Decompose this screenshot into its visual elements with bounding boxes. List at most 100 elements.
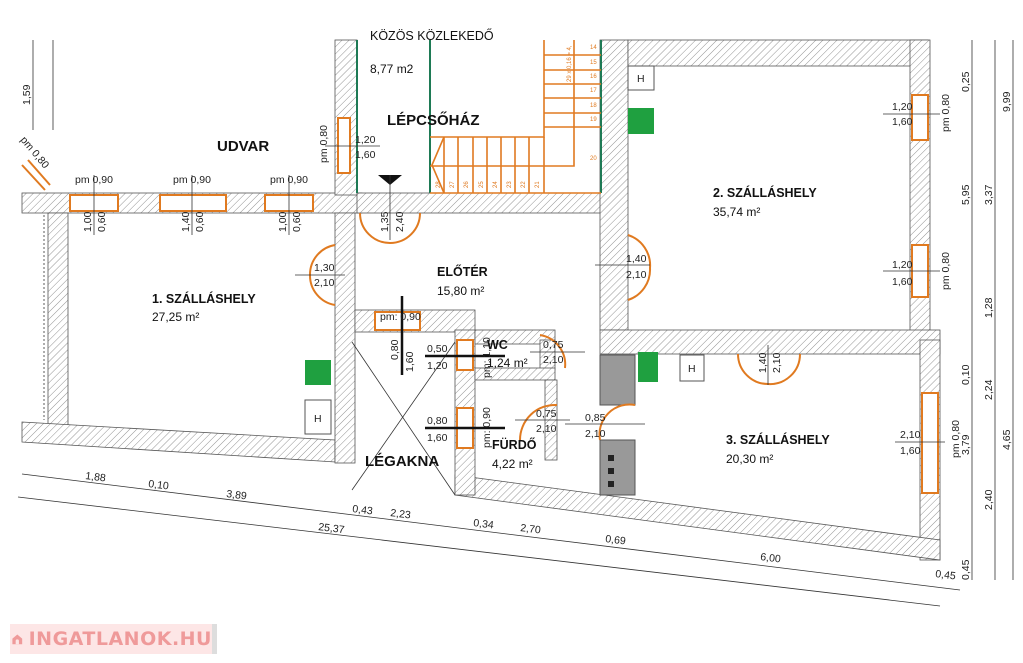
fixtures-h-label: H — [637, 73, 645, 85]
openings-weloter-pm-label: pm: 0,90 — [380, 311, 421, 323]
openings-droom2-a-label: 1,40 — [626, 253, 647, 265]
dims-right_3-0-label: 9,99 — [1001, 91, 1013, 112]
openings-wwc-pm-label: pm: 1,10 — [481, 337, 493, 378]
dimension-lines: 1,59 1,88 0,10 3,89 0,43 2,23 0,34 2,70 … — [17, 40, 1014, 607]
dims-bottom_inner-0-label: 1,88 — [85, 470, 107, 484]
dims-bottom_inner-5-label: 0,34 — [473, 517, 495, 531]
openings-droom1-a-label: 1,30 — [314, 262, 335, 274]
openings-wfurdo-a-label: 0,80 — [427, 415, 448, 427]
stairs-5-label: 19 — [590, 117, 597, 123]
dims-bottom_inner-3-label: 0,43 — [352, 503, 374, 517]
dims-right_1-1-label: 5,95 — [960, 184, 972, 205]
openings-wroom3-b-label: 1,60 — [900, 445, 921, 457]
openings-wroom2b-b-label: 1,60 — [892, 276, 913, 288]
stairs-13-label: 27 — [450, 181, 456, 188]
openings-w1-pm-label: pm 0,90 — [75, 174, 113, 186]
openings-w3-a-label: 1,00 — [277, 211, 289, 232]
openings-dentry-b-label: 2,40 — [394, 211, 406, 232]
dims-right_1-3-label: 3,79 — [960, 434, 972, 455]
room-lepcsohaz: LÉPCSŐHÁZ — [387, 111, 480, 129]
room-wc-name: WC — [487, 338, 508, 352]
dims-right_3-1-label: 4,65 — [1001, 429, 1013, 450]
openings-dwc-b-label: 2,10 — [543, 354, 564, 366]
radiator-icon — [628, 108, 654, 134]
dims-right_1-0-label: 0,25 — [960, 71, 972, 92]
room-eloter-area: 15,80 m² — [437, 284, 484, 298]
room-legakna: LÉGAKNA — [365, 453, 439, 470]
doors — [308, 175, 802, 441]
openings-wstair-b-label: 1,60 — [355, 149, 376, 161]
stairs-3-label: 17 — [590, 88, 597, 94]
dims-right_2-2-label: 2,24 — [983, 379, 995, 400]
openings-droom1-b-label: 2,10 — [314, 277, 335, 289]
stairs-6-label: 20 — [590, 156, 597, 162]
openings-w1-b-label: 0,60 — [96, 211, 108, 232]
room-1-area: 27,25 m² — [152, 310, 199, 324]
openings-wroom3-pm-label: pm 0,80 — [950, 420, 962, 458]
room-eloter-name: ELŐTÉR — [437, 264, 488, 279]
air-shaft — [351, 341, 456, 496]
stairs-12-label: 26 — [464, 181, 470, 188]
dims-right_1-2-label: 0,10 — [960, 364, 972, 385]
stairs-7-label: 21 — [535, 181, 541, 188]
house-icon — [12, 634, 23, 645]
openings-droom2-b-label: 2,10 — [626, 269, 647, 281]
stairs-4-label: 18 — [590, 103, 597, 109]
radiator-icon — [305, 360, 331, 385]
openings-wroom3-a-label: 2,10 — [900, 429, 921, 441]
dims-bottom_inner-8-label: 6,00 — [760, 551, 782, 565]
openings-w1-a-label: 1,00 — [82, 211, 94, 232]
stairs-8-label: 22 — [521, 181, 527, 188]
dims-bottom_inner-6-label: 2,70 — [520, 522, 542, 536]
openings-weloter-a-label: 0,80 — [389, 339, 401, 360]
vent-icon — [608, 468, 614, 474]
vent-icon — [608, 481, 614, 487]
openings-w2-a-label: 1,40 — [180, 211, 192, 232]
openings-wfurdo-pm-label: pm: 0,90 — [481, 407, 493, 448]
radiator-icon — [638, 352, 658, 382]
staircase: 14 15 16 17 18 19 20 21 22 23 24 25 26 2… — [356, 40, 602, 194]
dims-left-label: 1,59 — [21, 84, 33, 105]
openings-dhall-b-label: 2,10 — [585, 428, 606, 440]
vent-icon — [608, 455, 614, 461]
dims-bottom_inner-2-label: 3,89 — [226, 488, 248, 502]
watermark-logo: INGATLANOK.HU — [10, 624, 217, 654]
openings-wwc-a-label: 0,50 — [427, 343, 448, 355]
stairs-0-label: 14 — [590, 45, 597, 51]
watermark-text: INGATLANOK.HU — [28, 628, 212, 650]
openings-w3-b-label: 0,60 — [291, 211, 303, 232]
dims-bottom_inner-1-label: 0,10 — [148, 478, 170, 492]
stairs-9-label: 23 — [507, 181, 513, 188]
room-furdo-area: 4,22 m² — [492, 457, 533, 471]
dims-right_2-0-label: 3,37 — [983, 184, 995, 205]
dims-right_1-4-label: 0,45 — [960, 559, 972, 580]
openings-dentry-a-label: 1,35 — [379, 211, 391, 232]
openings-w2-pm-label: pm 0,90 — [173, 174, 211, 186]
room-wc-area: 1,24 m² — [487, 356, 528, 370]
openings-wstair-pm-label: pm 0,80 — [318, 125, 330, 163]
openings-droom3-b-label: 2,10 — [771, 352, 783, 373]
openings-dwc-a-label: 0,75 — [543, 339, 564, 351]
dims-bottom_inner-9-label: 0,45 — [935, 568, 957, 582]
room-3-area: 20,30 m² — [726, 452, 773, 466]
stairs-11-label: 25 — [479, 181, 485, 188]
room-furdo-name: FÜRDŐ — [492, 437, 537, 452]
room-kozos-area: 8,77 m2 — [370, 62, 414, 76]
openings-w3-pm-label: pm 0,90 — [270, 174, 308, 186]
fixtures-h-label: H — [688, 363, 696, 375]
stairs_note-label: 29 x 0,16 = 4, — [567, 45, 573, 82]
openings-dhall-a-label: 0,85 — [585, 412, 606, 424]
stairs-14-label: 28 — [436, 181, 442, 188]
stairs-2-label: 16 — [590, 74, 597, 80]
room-kozos-name: KÖZÖS KÖZLEKEDŐ — [370, 28, 494, 43]
dims-bottom_total-label: 25,37 — [318, 521, 346, 536]
room-udvar: UDVAR — [217, 138, 269, 155]
opening-labels: pm 0,90 1,00 0,60 pm 0,90 1,40 0,60 pm 0… — [18, 94, 962, 458]
openings-wroom2a-pm-label: pm 0,80 — [940, 94, 952, 132]
room-2-name: 2. SZÁLLÁSHELY — [713, 185, 817, 200]
openings-weloter-b-label: 1,60 — [404, 351, 416, 372]
room-1-name: 1. SZÁLLÁSHELY — [152, 291, 256, 306]
room-3-name: 3. SZÁLLÁSHELY — [726, 432, 830, 447]
fixtures-h-label: H — [314, 413, 322, 425]
